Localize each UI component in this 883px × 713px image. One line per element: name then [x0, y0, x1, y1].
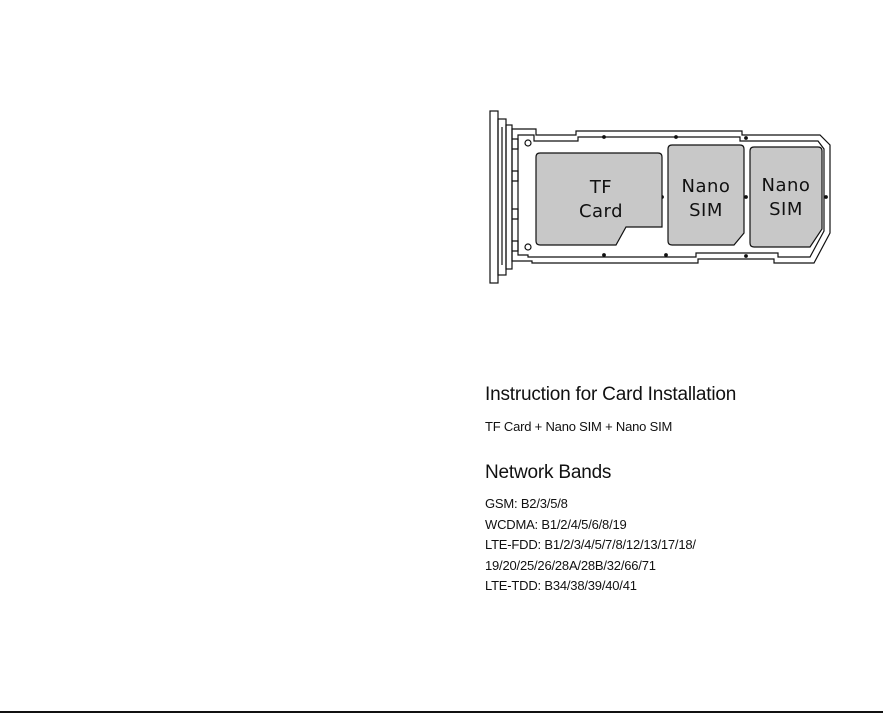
- band-line-lte-fdd-cont: 19/20/25/26/28A/28B/32/66/71: [485, 556, 696, 577]
- sim1-slot-label-line2: SIM: [689, 200, 723, 221]
- band-line-lte-tdd: LTE-TDD: B34/38/39/40/41: [485, 576, 696, 597]
- network-bands-heading: Network Bands: [485, 462, 611, 484]
- nano-sim-slot-2: [750, 147, 822, 247]
- band-line-lte-fdd: LTE-FDD: B1/2/3/4/5/7/8/12/13/17/18/: [485, 535, 696, 556]
- tf-card-slot: [536, 153, 662, 245]
- tf-slot-label-line2: Card: [579, 201, 623, 222]
- tray-end-cap: [490, 111, 498, 283]
- installation-heading: Instruction for Card Installation: [485, 384, 736, 406]
- tf-slot-label-line1: TF: [589, 177, 612, 198]
- installation-text: TF Card + Nano SIM + Nano SIM: [485, 417, 672, 438]
- network-bands-list: GSM: B2/3/5/8 WCDMA: B1/2/4/5/6/8/19 LTE…: [485, 494, 696, 597]
- sim2-slot-label-line2: SIM: [769, 199, 803, 220]
- band-line-gsm: GSM: B2/3/5/8: [485, 494, 696, 515]
- band-line-wcdma: WCDMA: B1/2/4/5/6/8/19: [485, 515, 696, 536]
- sim2-slot-label-line1: Nano: [762, 175, 811, 196]
- sim1-slot-label-line1: Nano: [682, 176, 731, 197]
- sim-tray-diagram: TF Card Nano SIM Nano SIM: [484, 105, 836, 287]
